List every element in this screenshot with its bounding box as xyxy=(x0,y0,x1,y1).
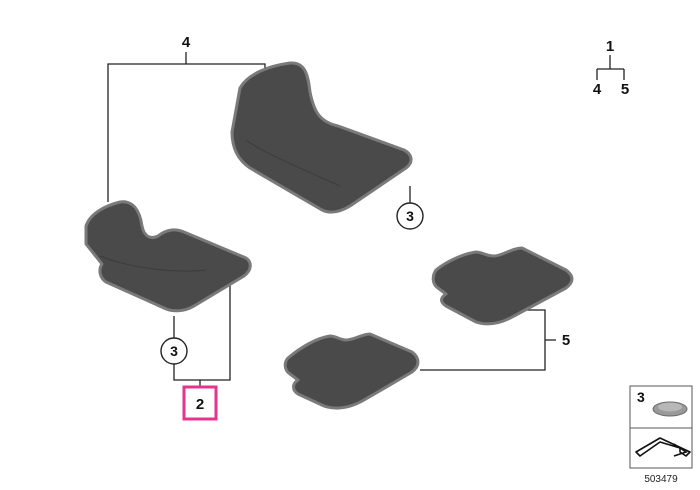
diagram-id: 503479 xyxy=(644,474,678,485)
callout-5-rear-pair[interactable]: 5 xyxy=(562,332,570,349)
callout-1-assembly[interactable]: 1 xyxy=(606,38,614,55)
callout-5-assembly-child[interactable]: 5 xyxy=(621,81,629,98)
svg-text:2: 2 xyxy=(196,396,204,413)
legend-item-number: 3 xyxy=(637,389,645,405)
assembly-tree xyxy=(596,55,625,80)
rear-right-floor-mat[interactable] xyxy=(431,246,574,326)
front-right-floor-mat[interactable] xyxy=(230,61,413,214)
callout-4-group[interactable]: 4 xyxy=(182,34,191,51)
callout-3-passenger[interactable]: 3 xyxy=(396,202,424,230)
step-arrow-icon xyxy=(635,437,691,457)
callout-3-driver[interactable]: 3 xyxy=(160,337,188,365)
callout-4-assembly-child[interactable]: 4 xyxy=(593,81,602,98)
clip-fastener-icon xyxy=(652,401,688,417)
front-left-floor-mat[interactable] xyxy=(84,200,252,313)
legend-box: 3 503479 xyxy=(629,385,693,485)
svg-text:3: 3 xyxy=(406,208,414,224)
rear-left-floor-mat[interactable] xyxy=(283,332,420,410)
bracket-2 xyxy=(173,285,231,381)
callout-2-highlighted[interactable]: 2 xyxy=(182,385,218,421)
svg-text:3: 3 xyxy=(170,343,178,359)
